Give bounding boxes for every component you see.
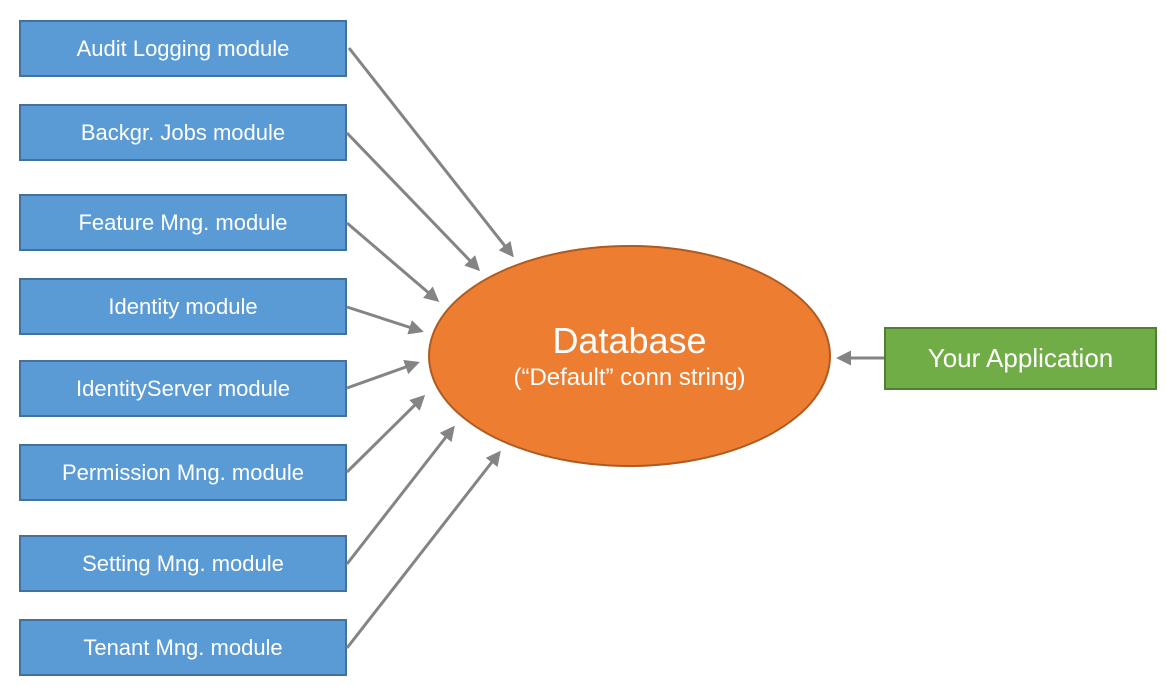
- module-box-tenant-management: Tenant Mng. module: [19, 619, 347, 676]
- database-title: Database: [552, 319, 707, 361]
- module-box-permission-management: Permission Mng. module: [19, 444, 347, 501]
- module-label: IdentityServer module: [76, 375, 290, 401]
- database-subtitle: (“Default” conn string): [513, 364, 746, 391]
- module-label: Setting Mng. module: [82, 550, 284, 576]
- module-label: Backgr. Jobs module: [80, 119, 286, 145]
- module-box-feature-management: Feature Mng. module: [19, 194, 347, 251]
- module-box-audit-logging: Audit Logging module: [19, 20, 347, 77]
- application-box: Your Application: [884, 327, 1157, 390]
- module-box-background-jobs: Backgr. Jobs module: [19, 104, 347, 161]
- module-label: Tenant Mng. module: [83, 634, 283, 660]
- module-label: Audit Logging module: [76, 35, 290, 61]
- module-box-setting-management: Setting Mng. module: [19, 535, 347, 592]
- module-label: Identity module: [108, 293, 258, 319]
- module-box-identity: Identity module: [19, 278, 347, 335]
- module-box-identityserver: IdentityServer module: [19, 360, 347, 417]
- database-ellipse: Database (“Default” conn string): [428, 245, 831, 467]
- application-label: Your Application: [927, 343, 1114, 373]
- module-label: Permission Mng. module: [61, 459, 305, 485]
- module-label: Feature Mng. module: [78, 209, 288, 235]
